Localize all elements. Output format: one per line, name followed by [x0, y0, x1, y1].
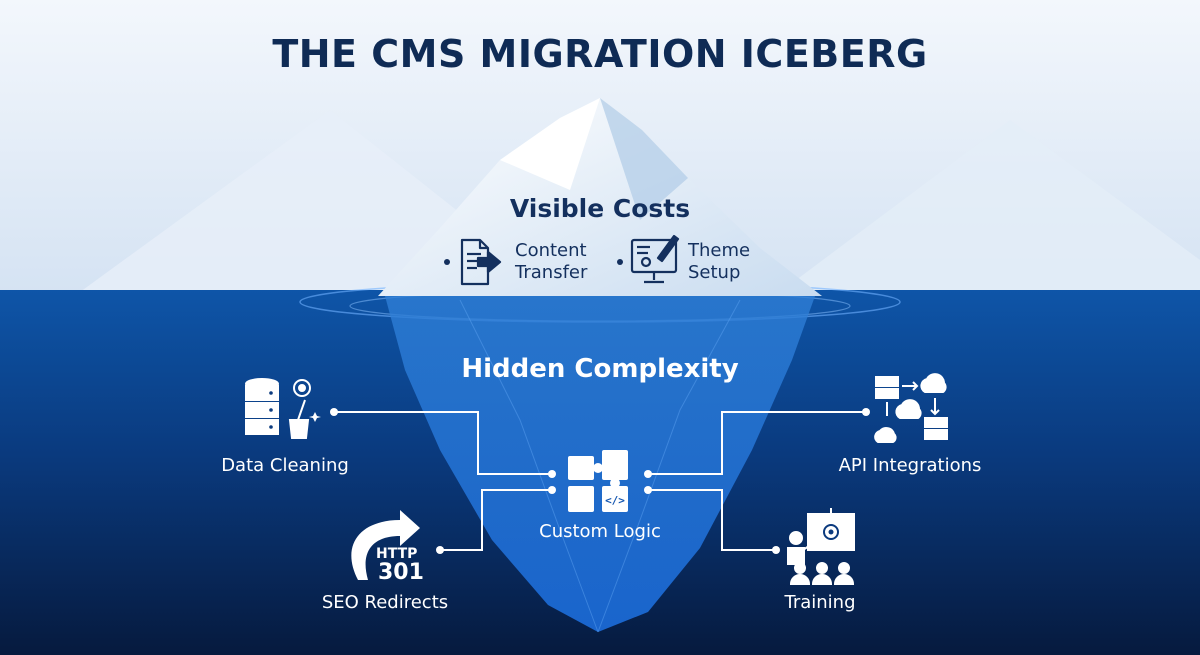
iceberg-highlight [500, 98, 600, 190]
svg-text:</>: </> [605, 494, 625, 507]
custom-logic-label: Custom Logic [539, 521, 661, 542]
background-mountain-right [780, 120, 1200, 292]
hidden-complexity-heading: Hidden Complexity [461, 354, 739, 384]
iceberg-shadow [600, 98, 688, 220]
bullet-dot [617, 259, 623, 265]
api-integrations-label: API Integrations [838, 455, 982, 476]
document-transfer-icon [460, 238, 502, 286]
training-label: Training [784, 592, 856, 613]
http-icon-text: HTTP [376, 546, 418, 562]
cloud-server-sync-icon [874, 373, 948, 443]
monitor-paintbrush-icon [630, 234, 680, 284]
presenter-board-icon [787, 508, 855, 585]
iceberg-facet [597, 299, 741, 633]
data-cleaning-label: Data Cleaning [221, 455, 349, 476]
redirect-arrow-icon [351, 510, 420, 580]
iceberg-visible [378, 98, 822, 296]
page-title: THE CMS MIGRATION ICEBERG [272, 32, 928, 76]
connector-lines [334, 411, 866, 551]
seo-redirects-label: SEO Redirects [321, 592, 449, 613]
visible-costs-heading: Visible Costs [509, 194, 691, 223]
status-301-icon-text: 301 [378, 560, 424, 585]
content-transfer-label: Content Transfer [515, 240, 588, 283]
puzzle-code-icon: </> [568, 450, 628, 512]
theme-setup-label: Theme Setup [688, 240, 751, 283]
bullet-dot [444, 259, 450, 265]
connector-dots [330, 408, 870, 554]
database-broom-icon [245, 378, 321, 439]
